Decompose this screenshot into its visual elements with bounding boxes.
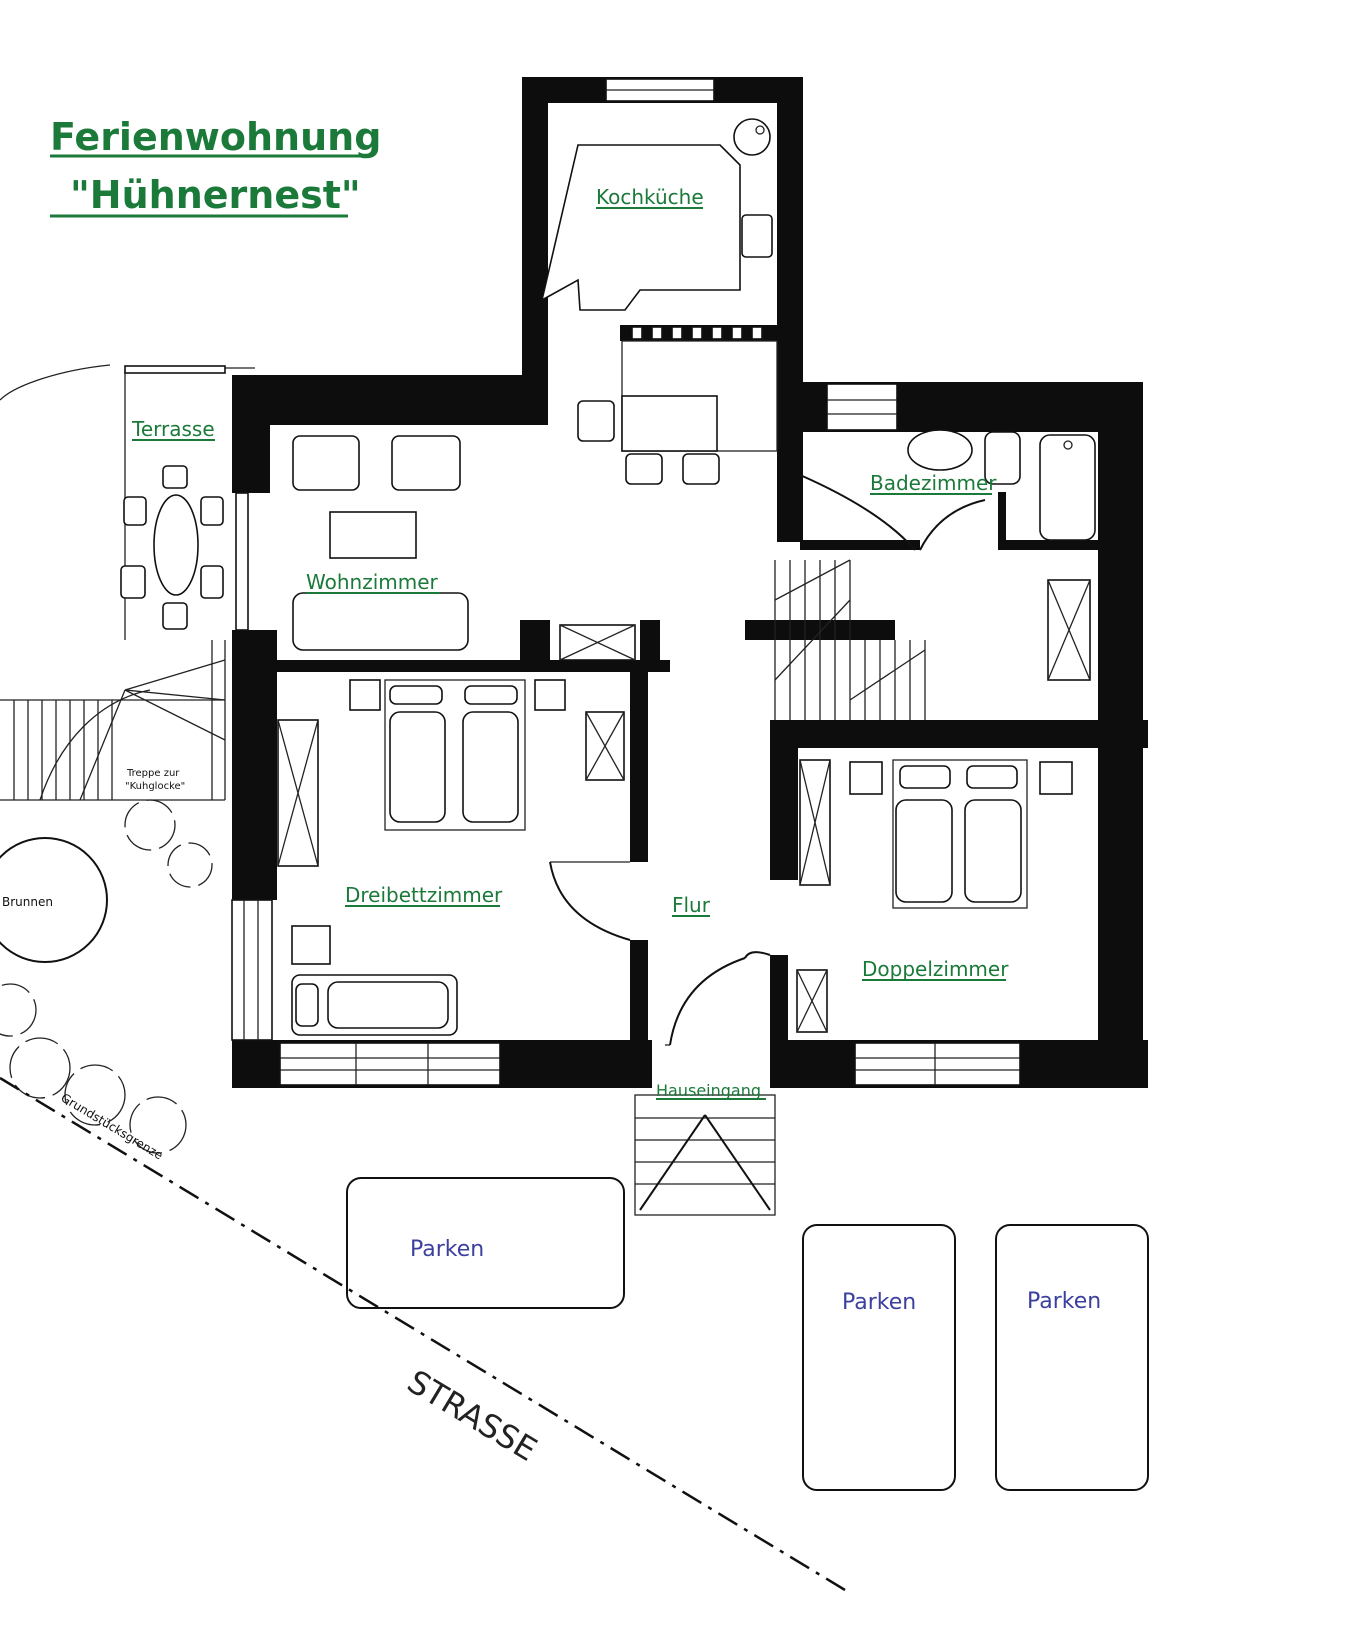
inner-stairs: [774, 559, 1091, 720]
parking-space-2: [802, 1224, 956, 1491]
garden: Brunnen: [0, 799, 213, 1154]
boundary-label: Grundstücksgrenze: [58, 1091, 165, 1163]
property-boundary: Grundstücksgrenze STRASSE: [0, 1076, 846, 1592]
triple-room: Dreibettzimmer: [277, 679, 631, 1036]
walls: [231, 77, 1148, 1088]
street-label: STRASSE: [401, 1362, 544, 1468]
double-label: Doppelzimmer: [862, 957, 1009, 981]
well: [0, 837, 108, 963]
title-line2: "Hühnernest": [70, 173, 361, 217]
parking-label-1: Parken: [410, 1237, 484, 1262]
outdoor-stairs: Treppe zur "Kuhglocke": [0, 640, 226, 801]
terrace-table: [153, 494, 199, 596]
triple-label: Dreibettzimmer: [345, 883, 503, 907]
bathroom: Badezimmer: [799, 429, 1096, 551]
entrance: Hauseingang: [634, 1081, 776, 1216]
parking-label-2: Parken: [842, 1290, 916, 1315]
well-label: Brunnen: [2, 895, 53, 909]
hall-label: Flur: [672, 893, 711, 917]
double-room: Doppelzimmer: [796, 759, 1073, 1033]
parking-space-3: [995, 1224, 1149, 1491]
parking: Parken Parken Parken: [346, 1177, 1149, 1491]
parking-label-3: Parken: [1027, 1289, 1101, 1314]
kitchen-label: Kochküche: [596, 185, 704, 209]
kitchen: Kochküche: [540, 118, 778, 485]
stairs-label-1: Treppe zur: [126, 768, 180, 779]
parking-space-1: [346, 1177, 625, 1309]
stairs-label-2: "Kuhglocke": [125, 781, 185, 792]
entrance-label: Hauseingang: [656, 1081, 761, 1100]
title: Ferienwohnung "Hühnernest": [50, 115, 381, 218]
title-line1: Ferienwohnung: [50, 115, 381, 159]
terrace-label: Terrasse: [131, 417, 215, 441]
living-label: Wohnzimmer: [306, 570, 439, 594]
living-room: Wohnzimmer: [292, 435, 636, 661]
hall: Flur: [665, 893, 771, 1046]
terrace: Terrasse: [0, 364, 255, 640]
bathroom-label: Badezimmer: [870, 471, 997, 495]
